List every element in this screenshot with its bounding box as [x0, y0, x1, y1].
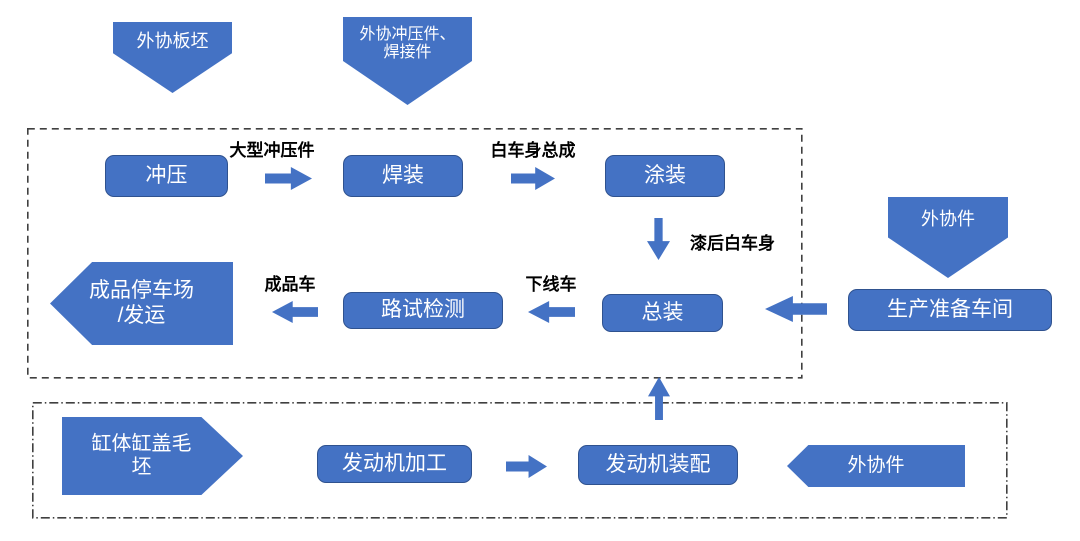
process-engine-machining-label: 发动机加工	[342, 451, 447, 475]
process-road-test-box: 路试检测	[343, 292, 503, 329]
input-parts-engine-pentagon: 外协件	[787, 445, 965, 487]
label-offline-vehicle: 下线车	[525, 275, 577, 294]
output-parking-shipping-pentagon: 成品停车场 /发运	[50, 262, 233, 345]
label-large-stampings: 大型冲压件	[229, 141, 315, 160]
process-painting-label: 涂装	[644, 163, 686, 187]
process-stamping-label: 冲压	[145, 163, 188, 187]
process-engine-assembly-box: 发动机装配	[578, 445, 738, 485]
input-cylinder-blank-pentagon: 缸体缸盖毛 坯	[62, 417, 243, 495]
process-welding-label: 焊装	[382, 163, 424, 187]
label-biw-assembly: 白车身总成	[490, 141, 576, 160]
input-slab-label: 外协板坯	[136, 31, 209, 51]
process-painting-box: 涂装	[605, 155, 725, 197]
process-final-assembly-label: 总装	[641, 300, 684, 324]
process-prep-workshop-label: 生产准备车间	[887, 297, 1013, 321]
process-engine-assembly-label: 发动机装配	[605, 452, 711, 476]
process-final-assembly-box: 总装	[602, 294, 723, 332]
vehicle-plant-boundary	[26, 128, 803, 379]
process-stamping-box: 冲压	[105, 155, 228, 197]
input-parts-top-label: 外协件	[921, 209, 975, 229]
input-parts-engine-label: 外协件	[847, 455, 905, 477]
input-cylinder-blank-label: 缸体缸盖毛 坯	[91, 433, 192, 478]
process-engine-machining-box: 发动机加工	[317, 445, 472, 483]
label-painted-biw: 漆后白车身	[690, 234, 775, 253]
process-road-test-label: 路试检测	[381, 298, 465, 322]
input-stamping-welding-label: 外协冲压件、 焊接件	[359, 26, 456, 62]
output-parking-shipping-label: 成品停车场 /发运	[89, 279, 194, 327]
label-finished-vehicle: 成品车	[264, 275, 316, 294]
process-prep-workshop-box: 生产准备车间	[848, 289, 1052, 331]
engine-plant-boundary	[31, 401, 1008, 519]
process-welding-box: 焊装	[343, 155, 463, 197]
